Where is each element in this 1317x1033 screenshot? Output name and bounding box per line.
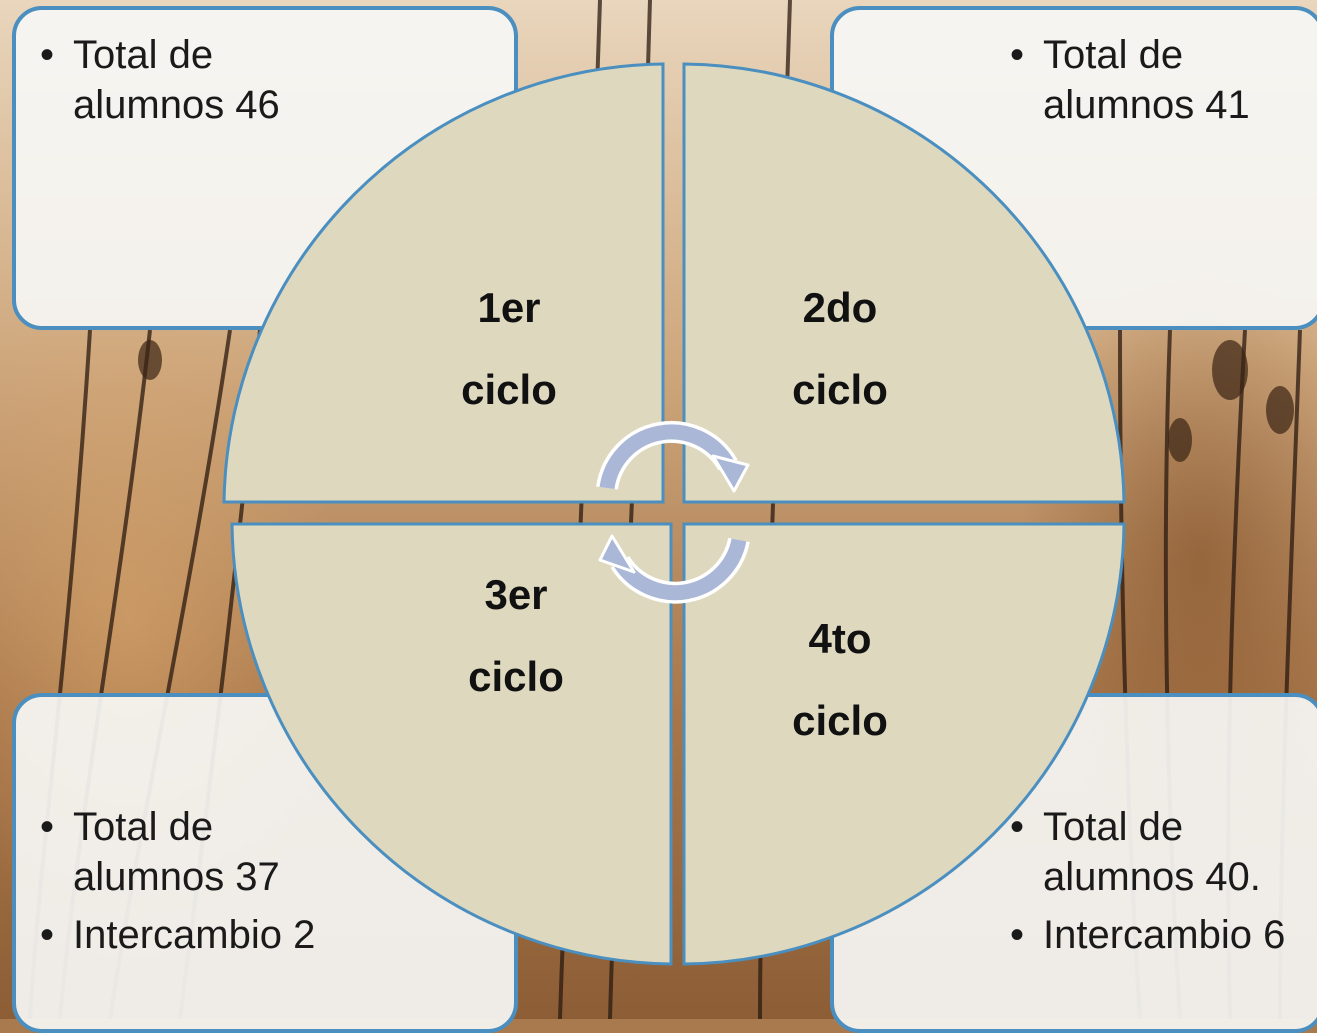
list-item-line: Total de [1043,805,1184,849]
list-item: Intercambio 2 [40,910,470,960]
list-item-line: Total de [1043,33,1184,77]
quadrant-1er-ciclo [222,62,665,504]
quadrant-2do-ciclo [682,62,1126,504]
bullet-list-3er-ciclo: Total de alumnos 37 Intercambio 2 [40,802,470,968]
cycle-arrow-top-icon [596,420,750,493]
bullet-list-4to-ciclo: Total de alumnos 40. Intercambio 6 [1010,802,1310,968]
label-4to-ciclo: 4to ciclo [740,598,940,762]
label-4to-ciclo-line2: ciclo [792,697,888,744]
cycle-arrow-bottom-icon [598,534,750,604]
label-2do-ciclo-line2: ciclo [792,366,888,413]
list-item-line: Intercambio 2 [73,913,316,957]
list-item-line: alumnos 41 [1043,83,1250,127]
label-1er-ciclo-line1: 1er [477,284,541,331]
list-item: Total de alumnos 41 [1010,30,1310,130]
list-item: Total de alumnos 46 [40,30,470,130]
label-2do-ciclo-line1: 2do [802,284,878,331]
label-1er-ciclo: 1er ciclo [409,267,609,431]
list-item-line: alumnos 46 [73,83,280,127]
bullet-list-2do-ciclo: Total de alumnos 41 [1010,30,1310,138]
list-item: Total de alumnos 40. [1010,802,1310,902]
quadrant-4to-ciclo [682,522,1126,966]
label-3er-ciclo-line1: 3er [484,571,548,618]
label-4to-ciclo-line1: 4to [808,615,872,662]
list-item-line: Total de [73,805,214,849]
bullet-list-1er-ciclo: Total de alumnos 46 [40,30,470,138]
list-item: Total de alumnos 37 [40,802,470,902]
list-item-line: alumnos 40. [1043,855,1261,899]
list-item: Intercambio 6 [1010,910,1310,960]
label-2do-ciclo: 2do ciclo [740,267,940,431]
label-3er-ciclo: 3er ciclo [416,554,616,718]
label-1er-ciclo-line2: ciclo [461,366,557,413]
list-item-line: Total de [73,33,214,77]
list-item-line: alumnos 37 [73,855,280,899]
list-item-line: Intercambio 6 [1043,913,1286,957]
label-3er-ciclo-line2: ciclo [468,653,564,700]
